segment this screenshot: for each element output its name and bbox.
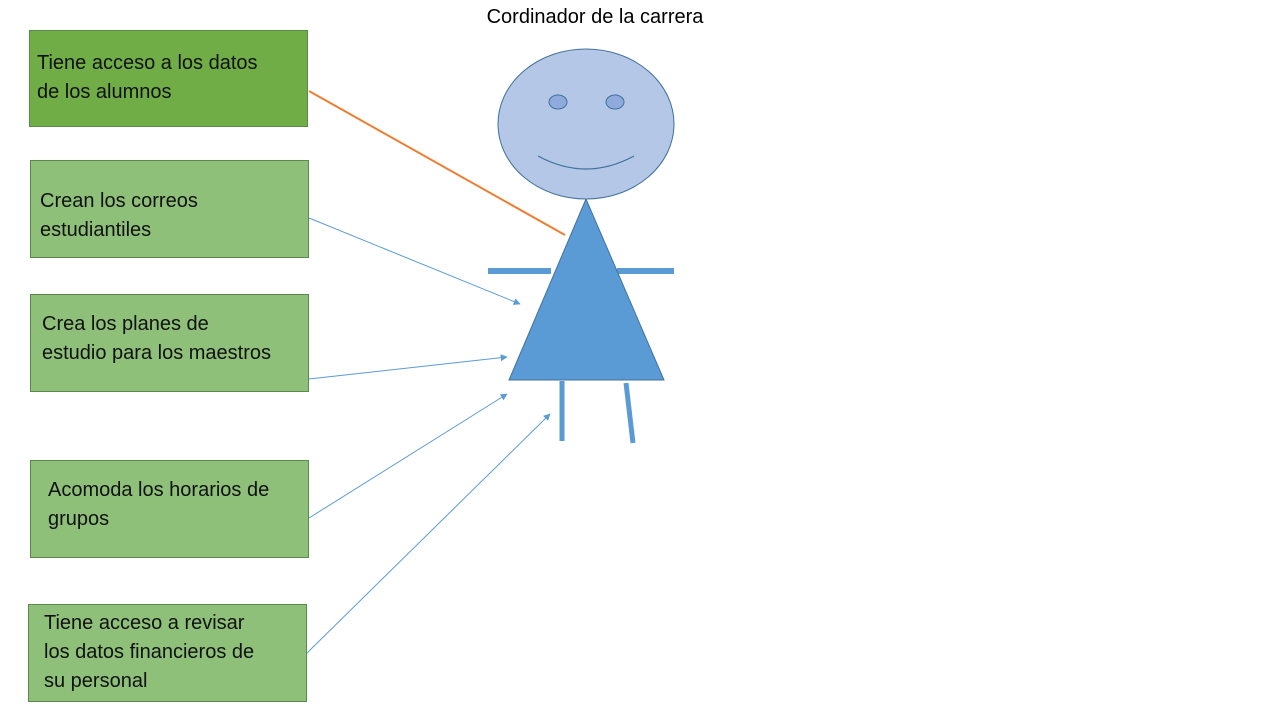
responsibility-box-student-data: Tiene acceso a los datos de los alumnos <box>29 30 308 127</box>
diagram-title: Cordinador de la carrera <box>486 6 704 28</box>
box-line: Crean los correos <box>40 190 198 212</box>
responsibility-box-student-emails: Crean los correos estudiantiles <box>30 160 309 258</box>
connector-arrow <box>308 217 521 305</box>
box-line: grupos <box>48 508 110 530</box>
actor-head <box>497 48 675 200</box>
box-line: Tiene acceso a revisar <box>44 612 245 634</box>
actor-left-eye <box>548 94 568 110</box>
box-line: su personal <box>44 670 148 692</box>
responsibility-box-financial-data: Tiene acceso a revisar los datos financi… <box>28 604 307 702</box>
connector-arrow <box>308 393 508 519</box>
box-line: estudio para los maestros <box>42 342 272 364</box>
actor-smile <box>537 155 635 170</box>
box-line: de los alumnos <box>37 81 172 103</box>
actor-left-arm <box>488 268 551 274</box>
actor-right-arm <box>617 268 674 274</box>
responsibility-box-group-schedules: Acomoda los horarios de grupos <box>30 460 309 558</box>
actor-body-triangle <box>508 197 665 381</box>
box-line: Crea los planes de <box>42 313 209 335</box>
box-line: Acomoda los horarios de <box>48 479 270 501</box>
box-line: Tiene acceso a los datos <box>37 52 258 74</box>
box-line: los datos financieros de <box>44 641 255 663</box>
connector-line-highlight <box>308 90 566 236</box>
responsibility-box-study-plans: Crea los planes de estudio para los maes… <box>30 294 309 392</box>
actor-right-leg <box>623 382 636 444</box>
connector-arrow <box>306 413 551 654</box>
connector-arrow <box>308 354 508 380</box>
box-line: estudiantiles <box>40 219 152 241</box>
actor-right-eye <box>605 94 625 110</box>
